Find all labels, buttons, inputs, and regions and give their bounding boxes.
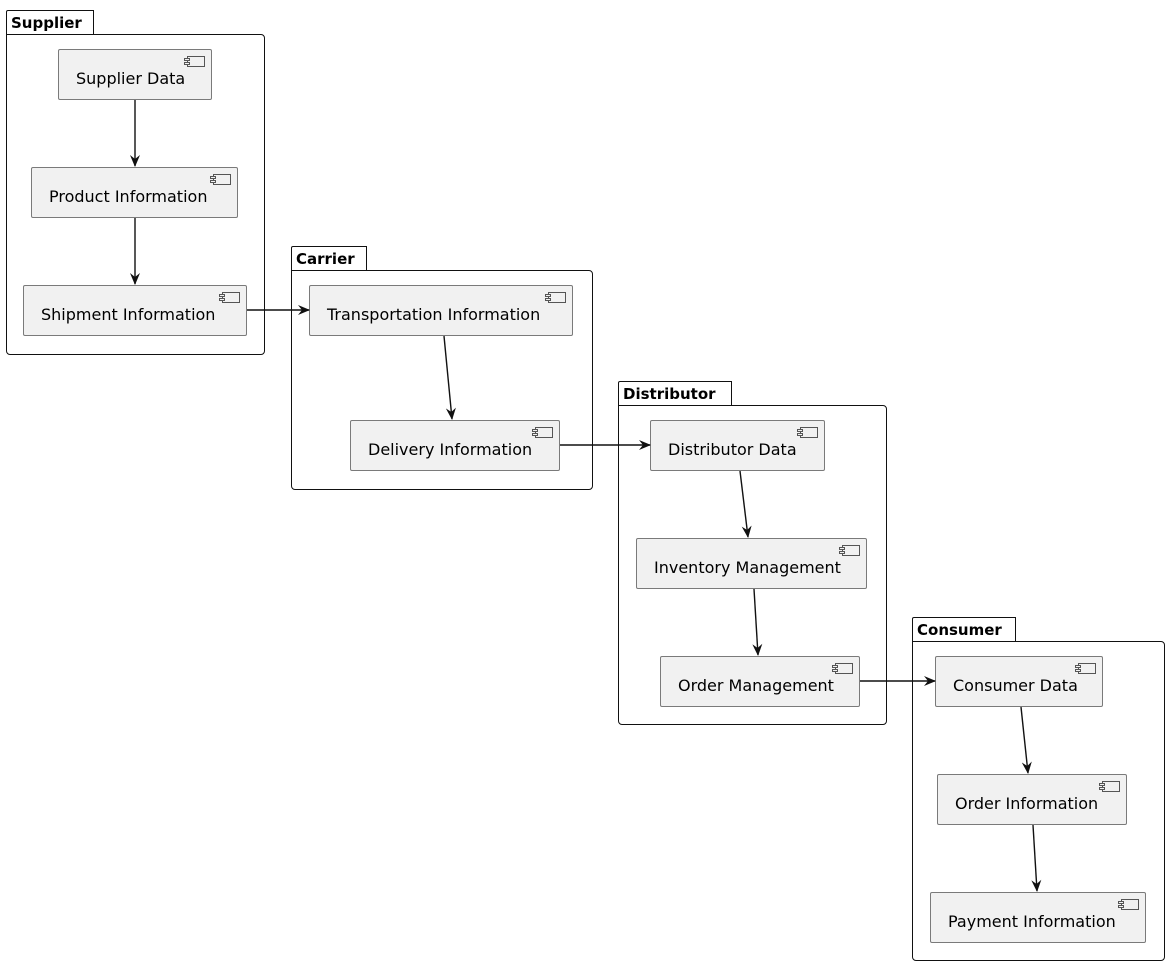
component-icon [797,427,818,438]
package-consumer [912,641,1165,961]
package-tab-distributor: Distributor [618,381,732,405]
component-label: Product Information [49,187,208,206]
component-icon [832,663,853,674]
component-icon [839,545,860,556]
component-consumer-data[interactable]: Consumer Data [935,656,1103,707]
package-tab-supplier: Supplier [6,10,94,34]
component-label: Payment Information [948,912,1116,931]
component-icon [184,56,205,67]
component-icon [210,174,231,185]
component-payment-information[interactable]: Payment Information [930,892,1146,943]
component-icon [545,292,566,303]
component-transportation-information[interactable]: Transportation Information [309,285,573,336]
component-label: Supplier Data [76,69,186,88]
component-supplier-data[interactable]: Supplier Data [58,49,212,100]
package-carrier [291,270,593,490]
component-label: Consumer Data [953,676,1078,695]
package-supplier [6,34,265,355]
component-label: Order Management [678,676,834,695]
package-tab-consumer: Consumer [912,617,1016,641]
component-icon [532,427,553,438]
component-label: Inventory Management [654,558,841,577]
component-product-information[interactable]: Product Information [31,167,238,218]
component-order-management[interactable]: Order Management [660,656,860,707]
component-inventory-management[interactable]: Inventory Management [636,538,867,589]
package-tab-carrier: Carrier [291,246,367,270]
component-label: Shipment Information [41,305,216,324]
component-shipment-information[interactable]: Shipment Information [23,285,247,336]
component-label: Distributor Data [668,440,797,459]
component-delivery-information[interactable]: Delivery Information [350,420,560,471]
component-icon [1118,899,1139,910]
component-order-information[interactable]: Order Information [937,774,1127,825]
package-distributor [618,405,887,725]
component-icon [1099,781,1120,792]
component-icon [219,292,240,303]
component-label: Delivery Information [368,440,533,459]
component-distributor-data[interactable]: Distributor Data [650,420,825,471]
component-icon [1075,663,1096,674]
component-label: Transportation Information [327,305,541,324]
component-label: Order Information [955,794,1099,813]
